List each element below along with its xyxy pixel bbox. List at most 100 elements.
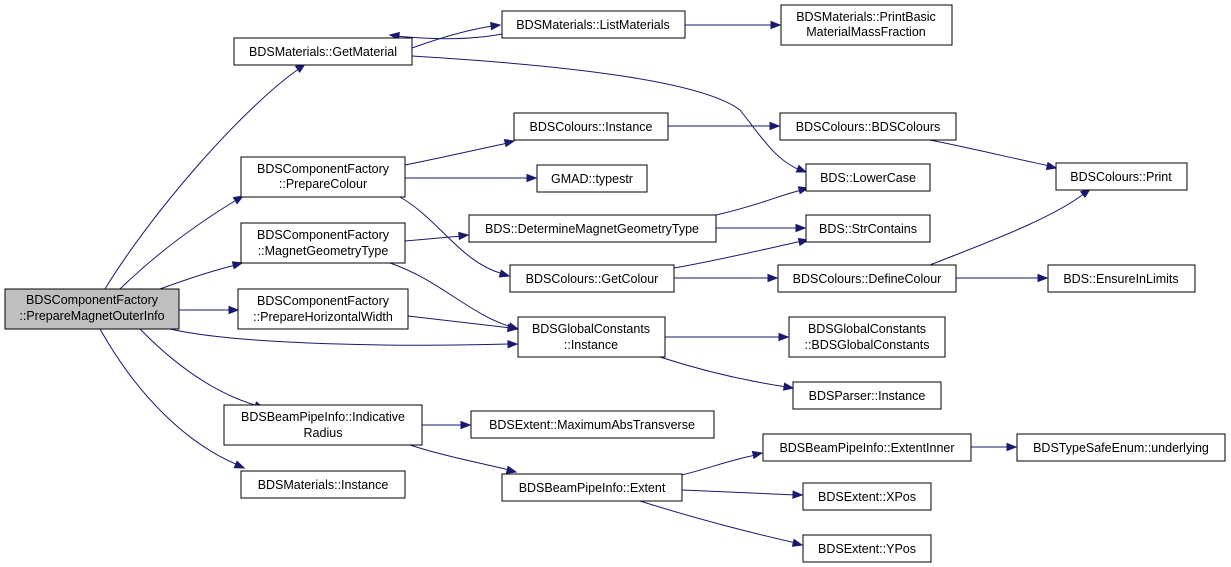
node-colours-print[interactable]: BDSColours::Print bbox=[1055, 162, 1188, 191]
arrowhead bbox=[458, 231, 470, 241]
node-label-line: ::PrepareMagnetOuterInfo bbox=[19, 309, 164, 323]
arrowhead bbox=[507, 323, 519, 333]
node-get-material[interactable]: BDSMaterials::GetMaterial bbox=[233, 37, 413, 66]
arrowhead bbox=[233, 460, 246, 469]
node-label: BDSTypeSafeEnum::underlying bbox=[1033, 441, 1209, 455]
edge-xpos bbox=[681, 489, 804, 499]
node-label: BDSColours::Instance bbox=[530, 120, 653, 134]
node-colours-instance[interactable]: BDSColours::Instance bbox=[513, 112, 669, 141]
node-label-line: Radius bbox=[304, 426, 343, 440]
node-label-line: ::Instance bbox=[564, 338, 618, 352]
node-label-line: ::BDSGlobalConstants bbox=[804, 338, 929, 352]
node-label-line: BDSComponentFactory bbox=[26, 293, 159, 307]
node-label: BDSColours::GetColour bbox=[526, 272, 659, 286]
arrowhead bbox=[498, 269, 511, 278]
arrowhead bbox=[505, 465, 518, 474]
node-lower-case[interactable]: BDS::LowerCase bbox=[805, 163, 931, 192]
edge-defineColour bbox=[674, 273, 779, 283]
edge-determineMGT bbox=[404, 231, 470, 242]
node-label-line: BDSComponentFactory bbox=[257, 228, 390, 242]
edge-gcInstanceC bbox=[407, 315, 519, 333]
edge-typestr bbox=[405, 173, 538, 183]
node-label-line: ::PrepareColour bbox=[279, 177, 367, 191]
node-label: BDSColours::Print bbox=[1070, 170, 1172, 184]
arrowhead bbox=[231, 261, 244, 270]
node-label-line: ::PrepareHorizontalWidth bbox=[253, 310, 393, 324]
node-maximum-abs-transverse[interactable]: BDSExtent::MaximumAbsTransverse bbox=[470, 410, 715, 439]
edge-ensureIn bbox=[956, 273, 1049, 283]
node-beam-pipe-extent[interactable]: BDSBeamPipeInfo::Extent bbox=[501, 473, 683, 502]
arrowhead bbox=[1037, 273, 1049, 283]
node-prepare-horizontal-width[interactable]: BDSComponentFactory ::PrepareHorizontalW… bbox=[237, 288, 409, 330]
node-colours-bdscolours[interactable]: BDSColours::BDSColours bbox=[779, 112, 957, 141]
edge-prepHoriz bbox=[179, 305, 240, 315]
node-label: BDSBeamPipeInfo::ExtentInner bbox=[779, 441, 954, 455]
edge-strContainsB bbox=[673, 237, 810, 269]
node-extent-ypos[interactable]: BDSExtent::YPos bbox=[802, 534, 932, 563]
node-label: BDSBeamPipeInfo::Extent bbox=[519, 481, 666, 495]
node-label-line: BDSMaterials::PrintBasic bbox=[796, 10, 936, 24]
edge-gcCtor bbox=[665, 332, 790, 342]
node-prepare-magnet-outer-info[interactable]: BDSComponentFactory ::PrepareMagnetOuter… bbox=[4, 288, 180, 330]
arrowhead bbox=[769, 121, 781, 131]
arrowhead bbox=[791, 538, 804, 547]
node-label: BDSMaterials::Instance bbox=[258, 478, 389, 492]
node-extent-inner[interactable]: BDSBeamPipeInfo::ExtentInner bbox=[762, 433, 972, 462]
edge-prepColour bbox=[119, 195, 245, 290]
node-label-line: BDSComponentFactory bbox=[257, 294, 390, 308]
node-define-colour[interactable]: BDSColours::DefineColour bbox=[777, 264, 957, 293]
node-magnet-geometry-type[interactable]: BDSComponentFactory ::MagnetGeometryType bbox=[240, 222, 406, 264]
arrowhead bbox=[228, 305, 240, 315]
arrowhead bbox=[778, 332, 790, 342]
node-prepare-colour[interactable]: BDSComponentFactory ::PrepareColour bbox=[240, 156, 406, 198]
edge-colInstance bbox=[404, 139, 516, 166]
edge-parserInst bbox=[659, 356, 795, 391]
edge-printBasic bbox=[685, 20, 782, 30]
node-label: BDSExtent::XPos bbox=[818, 490, 916, 504]
node-extent-xpos[interactable]: BDSExtent::XPos bbox=[802, 482, 932, 511]
node-list-materials[interactable]: BDSMaterials::ListMaterials bbox=[501, 10, 686, 39]
node-global-constants-ctor[interactable]: BDSGlobalConstants ::BDSGlobalConstants bbox=[788, 316, 946, 358]
node-type-safe-enum-underlying[interactable]: BDSTypeSafeEnum::underlying bbox=[1016, 433, 1226, 462]
node-ensure-in-limits[interactable]: BDS::EnsureInLimits bbox=[1047, 264, 1196, 293]
arrowhead bbox=[795, 164, 808, 173]
node-label: BDS::StrContains bbox=[819, 222, 917, 236]
node-label-line: ::MagnetGeometryType bbox=[258, 244, 389, 258]
node-indicative-radius[interactable]: BDSBeamPipeInfo::Indicative Radius bbox=[223, 404, 423, 446]
edge-colPrintB bbox=[929, 188, 1092, 266]
node-label: BDSMaterials::ListMaterials bbox=[516, 18, 670, 32]
node-get-colour[interactable]: BDSColours::GetColour bbox=[509, 264, 675, 293]
arrowhead bbox=[232, 195, 245, 205]
node-label: BDS::DetermineMagnetGeometryType bbox=[485, 222, 699, 236]
node-label-line: BDSBeamPipeInfo::Indicative bbox=[241, 410, 405, 424]
edge-ypos bbox=[639, 500, 804, 547]
node-determine-magnet-geometry-type[interactable]: BDS::DetermineMagnetGeometryType bbox=[468, 214, 717, 243]
node-label-line: MaterialMassFraction bbox=[806, 25, 926, 39]
edge-gcInstance bbox=[169, 328, 519, 349]
node-label: BDSColours::BDSColours bbox=[796, 120, 941, 134]
node-label: BDSParser::Instance bbox=[809, 389, 926, 403]
edge-bpExtent bbox=[409, 444, 518, 474]
node-global-constants-instance[interactable]: BDSGlobalConstants ::Instance bbox=[517, 316, 666, 358]
arrowhead bbox=[1045, 161, 1058, 171]
node-parser-instance[interactable]: BDSParser::Instance bbox=[792, 381, 942, 410]
arrowhead bbox=[770, 20, 782, 30]
edge-strContains bbox=[716, 223, 807, 233]
node-label: BDS::LowerCase bbox=[820, 171, 916, 185]
node-str-contains[interactable]: BDS::StrContains bbox=[805, 214, 931, 243]
node-label: BDSColours::DefineColour bbox=[793, 272, 942, 286]
node-label: BDSMaterials::GetMaterial bbox=[249, 45, 397, 59]
node-gmad-typestr[interactable]: GMAD::typestr bbox=[536, 164, 648, 193]
node-label: GMAD::typestr bbox=[551, 172, 633, 186]
node-materials-instance[interactable]: BDSMaterials::Instance bbox=[240, 470, 406, 499]
arrowhead bbox=[792, 490, 804, 499]
node-label-line: BDSComponentFactory bbox=[257, 162, 390, 176]
arrowhead bbox=[490, 21, 502, 31]
edge-typeSafe bbox=[971, 442, 1018, 452]
node-print-basic-material-mass-fraction[interactable]: BDSMaterials::PrintBasic MaterialMassFra… bbox=[780, 4, 953, 46]
arrowhead bbox=[503, 139, 516, 148]
arrowhead bbox=[1006, 442, 1018, 452]
edge-matInstance bbox=[99, 328, 246, 469]
edge-indicRadius bbox=[139, 328, 266, 410]
